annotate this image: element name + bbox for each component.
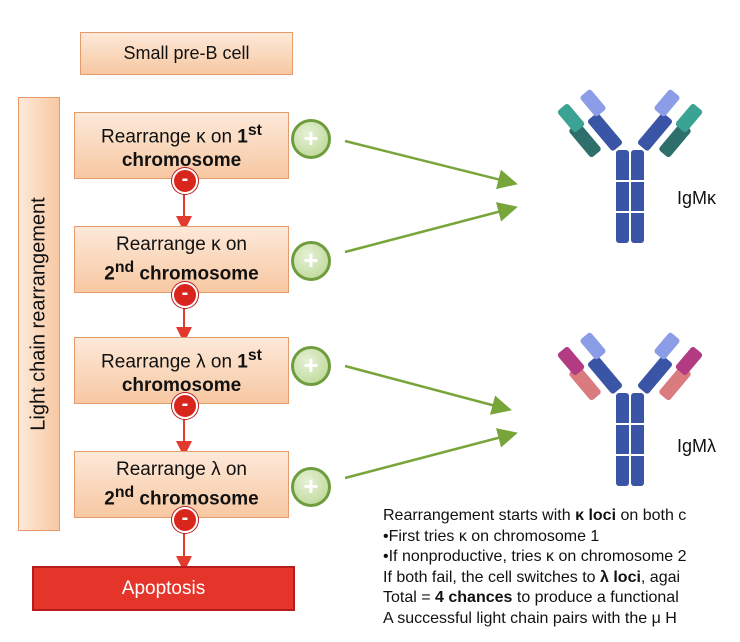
notes-line: •If nonproductive, tries κ on chromosome… (383, 548, 687, 565)
sidebar-label: Light chain rearrangement (27, 197, 50, 431)
step-kappa-chromosome-2: Rearrange κ on 2nd chromosome (74, 226, 289, 293)
step-ordinal-suffix: st (247, 122, 262, 140)
notes-line: •First tries κ on chromosome 1 (383, 527, 600, 545)
step-text: Rearrange κ on (116, 234, 247, 256)
apoptosis-label: Apoptosis (121, 577, 206, 599)
notes-line: A successful light chain pairs with the … (383, 609, 677, 627)
step-word: chromosome (121, 374, 242, 396)
success-plus-icon: + (291, 346, 331, 386)
step-text: Rearrange κ on (101, 126, 238, 148)
success-arrow-3 (344, 364, 512, 415)
step-kappa-chromosome-1: Rearrange κ on 1st chromosome (74, 112, 289, 179)
small-pre-b-cell-label: Small pre-B cell (123, 43, 250, 63)
step-text: Rearrange λ on (101, 351, 238, 373)
step-ordinal-suffix: nd (114, 484, 135, 502)
step-ordinal-suffix: nd (114, 259, 135, 277)
step-ordinal: 2 (104, 263, 115, 285)
notes-line: If both fail, the cell switches to λ loc… (383, 568, 681, 586)
step-text: Rearrange λ on (116, 459, 247, 481)
notes-text-block: Rearrangement starts with κ loci on both… (383, 506, 740, 629)
fail-minus-icon: - (172, 507, 198, 533)
igm-kappa-label: IgMκ (677, 188, 717, 208)
igm-lambda-antibody (557, 332, 703, 486)
step-word: chromosome (121, 149, 242, 171)
small-pre-b-cell-box: Small pre-B cell (80, 32, 293, 75)
step-ordinal-suffix: st (247, 347, 262, 365)
igm-kappa-antibody (557, 89, 703, 243)
step-word: chromosome (134, 263, 259, 285)
igm-lambda-label: IgMλ (677, 436, 717, 456)
apoptosis-box: Apoptosis (32, 566, 295, 611)
success-arrow-1 (344, 139, 518, 190)
success-plus-icon: + (291, 241, 331, 281)
step-ordinal: 1 (237, 351, 248, 373)
success-plus-icon: + (291, 467, 331, 507)
step-word: chromosome (134, 488, 259, 510)
fail-minus-icon: - (172, 168, 198, 194)
fail-minus-icon: - (172, 282, 198, 308)
notes-line: Rearrangement starts with κ loci on both… (383, 507, 687, 524)
success-arrow-2 (344, 202, 518, 254)
step-ordinal: 1 (237, 126, 248, 148)
notes-line: Total = 4 chances to produce a functiona… (383, 589, 679, 606)
step-lambda-chromosome-1: Rearrange λ on 1st chromosome (74, 337, 289, 404)
step-lambda-chromosome-2: Rearrange λ on 2nd chromosome (74, 451, 289, 518)
success-plus-icon: + (291, 119, 331, 159)
success-arrow-4 (344, 428, 518, 480)
step-ordinal: 2 (104, 488, 115, 510)
fail-minus-icon: - (172, 393, 198, 419)
light-chain-rearrangement-sidebar: Light chain rearrangement (18, 97, 60, 531)
